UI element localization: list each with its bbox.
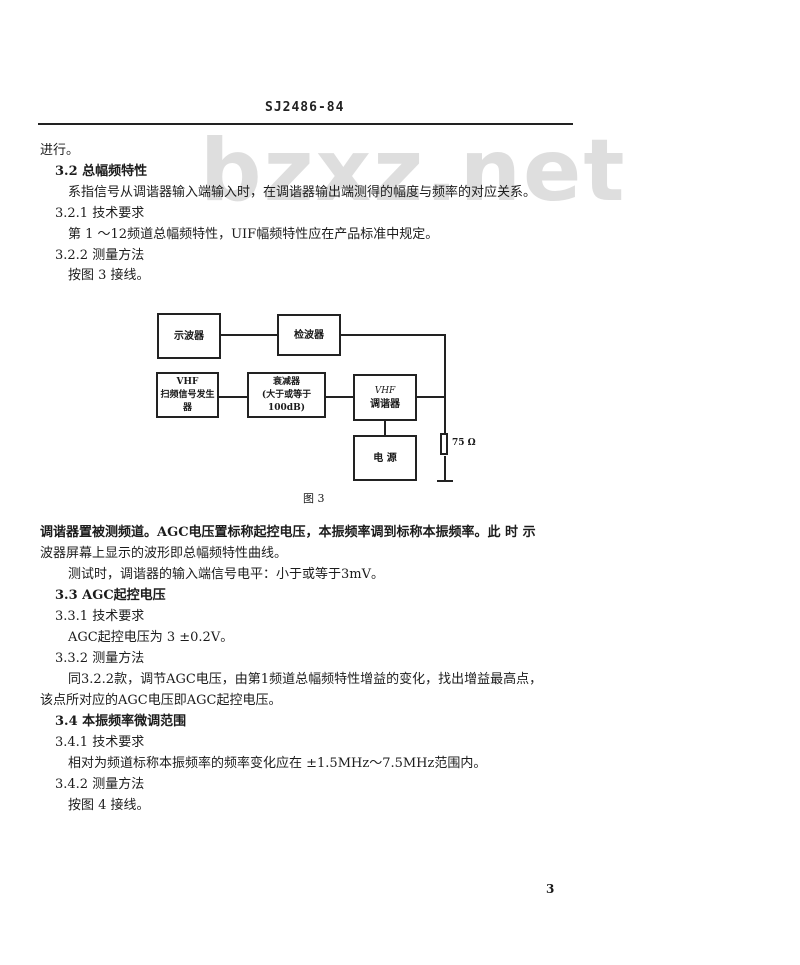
block-label-bottom: 调谐器 <box>370 398 400 410</box>
sweep-generator-block: VHF 扫频信号发生器 <box>156 372 219 418</box>
text-line: 相对为频道标称本振频率的频率变化应在 ±1.5MHz～7.5MHz范围内。 <box>68 756 487 771</box>
section-heading-3-3-2: 3.3.2 测量方法 <box>55 651 145 666</box>
wire-tuner-bus <box>416 396 446 398</box>
text-line: 调谐器置被测频道。AGC电压置标称起控电压，本振频率调到标称本振频率。此 时 示 <box>40 525 536 540</box>
text-line: AGC起控电压为 3 ±0.2V。 <box>68 630 234 645</box>
detector-block: 检波器 <box>277 314 341 356</box>
text-line: 系指信号从调谐器输入端输入时，在调谐器输出端测得的幅度与频率的对应关系。 <box>68 185 537 200</box>
block-label: 电 源 <box>373 452 397 464</box>
page-number: 3 <box>546 882 555 896</box>
text-line: 波器屏幕上显示的波形即总幅频特性曲线。 <box>40 546 288 561</box>
block-label: 示波器 <box>174 330 204 342</box>
text-line: 该点所对应的AGC电压即AGC起控电压。 <box>40 693 282 708</box>
wire-resistor-ground <box>444 456 446 481</box>
power-supply-block: 电 源 <box>353 435 417 481</box>
section-heading-3-3-1: 3.3.1 技术要求 <box>55 609 145 624</box>
block-label: 检波器 <box>294 329 324 341</box>
figure-caption: 图 3 <box>303 492 325 505</box>
wire-detector-right <box>340 334 446 336</box>
section-heading-3-3: 3.3 AGC起控电压 <box>55 588 166 603</box>
wire-sweep-attenuator <box>218 396 248 398</box>
ground-symbol-icon <box>437 480 453 482</box>
header-rule <box>38 123 573 125</box>
block-label-top: VHF <box>176 376 199 387</box>
section-heading-3-2: 3.2 总幅频特性 <box>55 164 148 179</box>
wire-osc-detector <box>220 334 278 336</box>
watermark: bzxz.net <box>200 121 627 221</box>
wire-attenuator-tuner <box>325 396 354 398</box>
vhf-tuner-block: VHF 调谐器 <box>353 374 417 421</box>
text-line: 进行。 <box>40 143 80 158</box>
text-line: 同3.2.2款，调节AGC电压，由第1频道总幅频特性增益的变化，找出增益最高点， <box>68 672 543 687</box>
resistor-icon <box>440 433 448 455</box>
wire-vertical-bus <box>444 334 446 434</box>
section-heading-3-4: 3.4 本振频率微调范围 <box>55 714 187 729</box>
section-heading-3-2-1: 3.2.1 技术要求 <box>55 206 145 221</box>
oscilloscope-block: 示波器 <box>157 313 221 359</box>
text-line: 第 1 ～12频道总幅频特性，UIF幅频特性应在产品标准中规定。 <box>68 227 439 242</box>
block-label-bottom: 扫频信号发生器 <box>160 389 215 413</box>
section-heading-3-2-2: 3.2.2 测量方法 <box>55 248 145 263</box>
text-line: 测试时，调谐器的输入端信号电平：小于或等于3mV。 <box>68 567 384 582</box>
section-heading-3-4-1: 3.4.1 技术要求 <box>55 735 145 750</box>
standard-code-header: SJ2486-84 <box>265 100 345 115</box>
attenuator-block: 衰减器 (大于或等于100dB) <box>247 372 326 418</box>
block-label-bottom: (大于或等于100dB) <box>261 389 312 413</box>
text-line: 按图 3 接线。 <box>68 268 150 283</box>
block-label-top: 衰减器 <box>272 376 300 387</box>
block-label-top: VHF <box>374 385 396 396</box>
section-heading-3-4-2: 3.4.2 测量方法 <box>55 777 145 792</box>
text-line: 按图 4 接线。 <box>68 798 150 813</box>
resistor-label: 75 Ω <box>452 438 476 448</box>
wire-tuner-power <box>384 420 386 435</box>
